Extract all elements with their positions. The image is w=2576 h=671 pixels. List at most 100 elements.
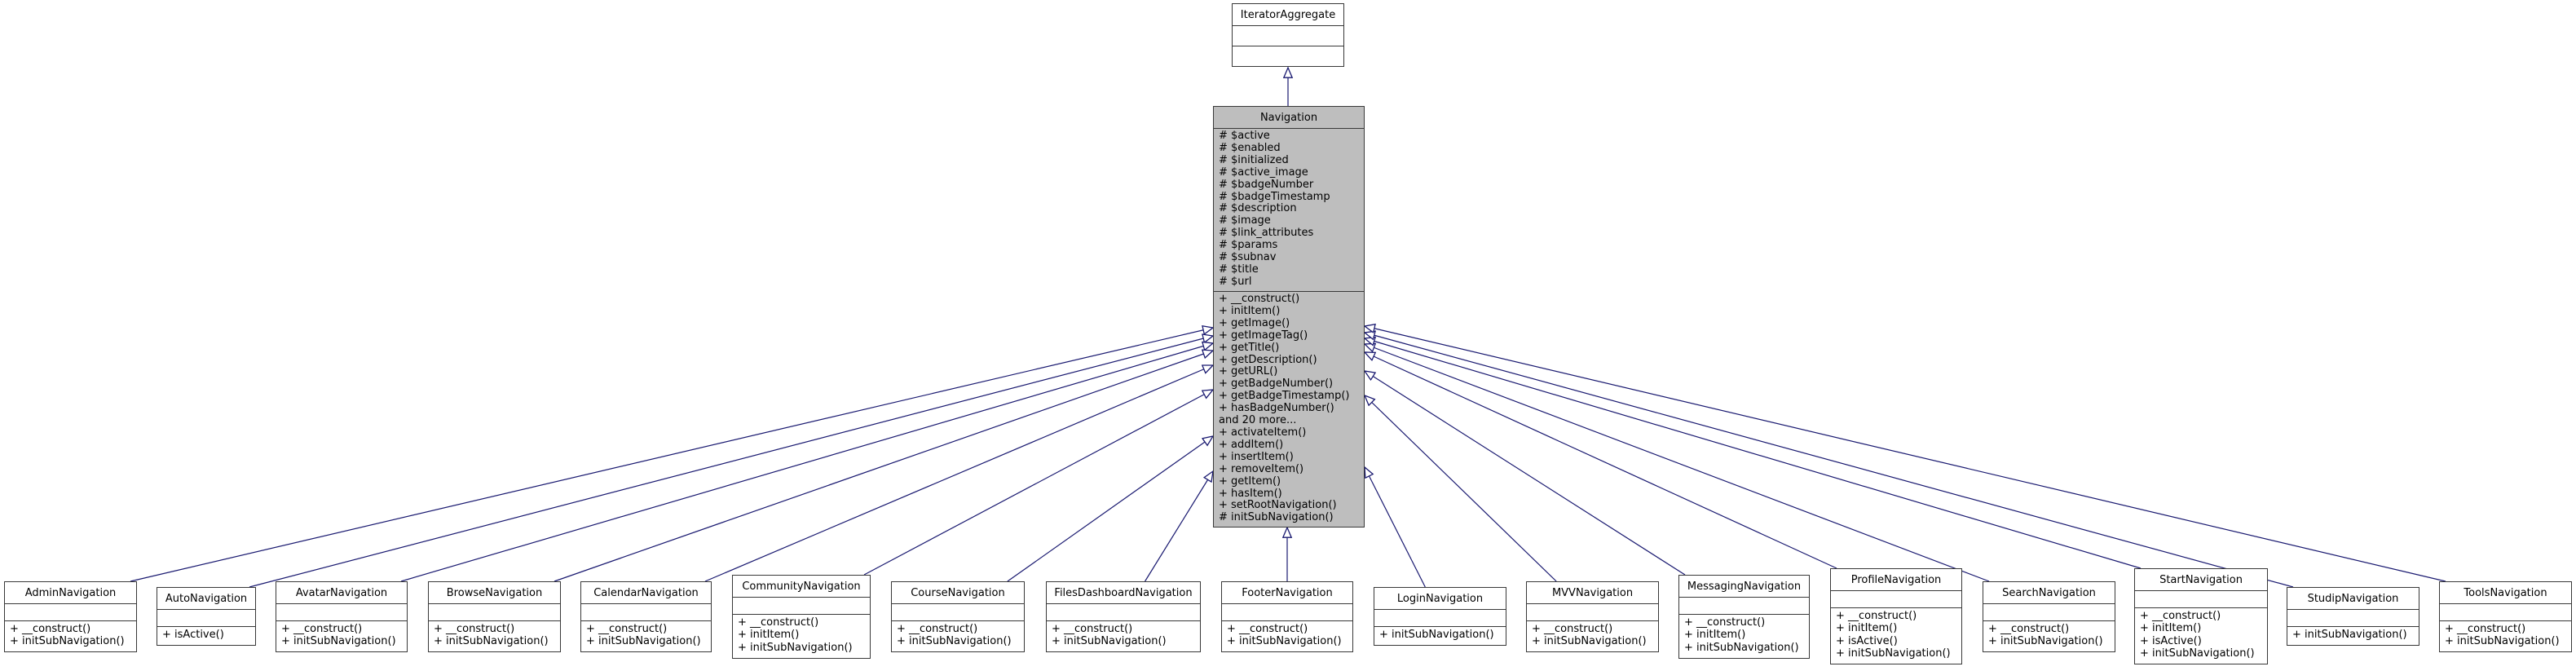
member-line: + setRootNavigation() (1219, 499, 1337, 512)
member-line: + initItem() (738, 629, 800, 642)
class-title: FooterNavigation (1222, 582, 1352, 604)
member-line: + initSubNavigation() (1379, 629, 1494, 641)
class-box-loginnavigation[interactable]: LoginNavigation + initSubNavigation() (1374, 587, 1506, 646)
class-box-coursenavigation[interactable]: CourseNavigation+ __construct()+ initSub… (891, 581, 1025, 652)
member-line: + getDescription() (1219, 353, 1317, 366)
class-box-toolsnavigation[interactable]: ToolsNavigation+ __construct()+ initSubN… (2439, 581, 2572, 652)
class-box-footernavigation[interactable]: FooterNavigation+ __construct()+ initSub… (1221, 581, 1353, 652)
member-line: + __construct() (1532, 623, 1613, 635)
attributes-compartment (733, 598, 870, 615)
attributes-compartment (1374, 610, 1506, 627)
class-box-iteratoraggregate[interactable]: IteratorAggregate (1232, 3, 1344, 67)
class-box-startnavigation[interactable]: StartNavigation+ __construct()+ initItem… (2134, 568, 2268, 664)
member-line: + initSubNavigation() (1836, 647, 1951, 660)
class-title: ProfileNavigation (1831, 569, 1961, 591)
member-line: + initSubNavigation() (10, 635, 125, 648)
edge-adminnavigation-to-navigation (130, 328, 1213, 582)
class-title: SearchNavigation (1983, 582, 2115, 604)
member-line: + isActive() (162, 629, 224, 641)
class-box-studipnavigation[interactable]: StudipNavigation+ initSubNavigation() (2287, 587, 2419, 646)
member-line: # $enabled (1219, 141, 1281, 154)
class-box-browsenavigation[interactable]: BrowseNavigation + __construct()+ initSub… (428, 581, 561, 652)
member-line: and 20 more... (1219, 414, 1297, 427)
class-title: IteratorAggregate (1233, 4, 1343, 26)
member-line: + getBadgeNumber() (1219, 377, 1334, 391)
class-box-messagingnavigation[interactable]: MessagingNavigation + __construct()+ init… (1678, 575, 1810, 659)
class-box-mvvnavigation[interactable]: MVVNavigation+ __construct()+ initSubNav… (1526, 581, 1659, 652)
attributes-compartment (892, 604, 1024, 621)
methods-compartment: + __construct()+ initSubNavigation() (892, 621, 1024, 651)
class-title: AdminNavigation (5, 582, 136, 604)
class-box-autonavigation[interactable]: AutoNavigation + isActive() (157, 587, 256, 646)
member-line: + initSubNavigation() (1052, 635, 1167, 648)
member-line: + initItem() (1836, 622, 1898, 635)
class-box-profilenavigation[interactable]: ProfileNavigation+ __construct()+ initIt… (1830, 568, 1962, 664)
member-line: # $active_image (1219, 166, 1308, 179)
member-line: + getItem() (1219, 475, 1281, 488)
member-line: + __construct() (586, 623, 668, 635)
member-line: + __construct() (897, 623, 978, 635)
methods-compartment: + __construct()+ initSubNavigation() (276, 621, 407, 651)
member-line: # $title (1219, 263, 1259, 276)
class-box-calendarnavigation[interactable]: CalendarNavigation+ __construct()+ initS… (580, 581, 712, 652)
member-line: + __construct() (2140, 610, 2221, 622)
class-box-adminnavigation[interactable]: AdminNavigation + __construct()+ initSubN… (4, 581, 137, 652)
member-line: + __construct() (281, 623, 363, 635)
class-title: MVVNavigation (1527, 582, 1658, 604)
methods-compartment: + __construct()+ initItem()+ initSubNavi… (733, 615, 870, 658)
member-line: # $link_attributes (1219, 227, 1314, 240)
methods-compartment (1233, 46, 1343, 66)
attributes-compartment (1983, 604, 2115, 621)
member-line: + insertItem() (1219, 450, 1294, 463)
class-title: LoginNavigation (1374, 588, 1506, 610)
member-line: # $badgeNumber (1219, 178, 1314, 191)
edge-toolsnavigation-to-navigation (1365, 326, 2446, 582)
edge-loginnavigation-to-navigation (1365, 467, 1426, 588)
class-title: StartNavigation (2135, 569, 2267, 591)
edge-autonavigation-to-navigation (249, 336, 1213, 588)
methods-compartment: + isActive() (157, 627, 255, 645)
attributes-compartment (276, 604, 407, 621)
member-line: + initSubNavigation() (1988, 635, 2103, 648)
member-line: # $params (1219, 239, 1278, 252)
member-line: + initSubNavigation() (738, 641, 853, 654)
member-line: + __construct() (1219, 293, 1300, 305)
class-title: AutoNavigation (157, 588, 255, 610)
member-line: # $initialized (1219, 153, 1289, 166)
member-line: + initSubNavigation() (281, 635, 396, 648)
member-line: + __construct() (10, 623, 91, 635)
methods-compartment: + __construct()+ initSubNavigation() (429, 621, 560, 651)
attributes-compartment (1831, 591, 1961, 608)
class-box-searchnavigation[interactable]: SearchNavigation+ __construct()+ initSub… (1983, 581, 2115, 652)
member-line: + getImage() (1219, 316, 1290, 329)
class-title: MessagingNavigation (1679, 576, 1809, 598)
methods-compartment: + __construct()+ initItem()+ initSubNavi… (1679, 615, 1809, 658)
member-line: # $active (1219, 130, 1270, 142)
member-line: + hasItem() (1219, 487, 1282, 500)
class-box-communitynavigation[interactable]: CommunityNavigation+ __construct()+ init… (732, 575, 871, 659)
attributes-compartment (581, 604, 711, 621)
methods-compartment: + __construct()+ initSubNavigation() (5, 621, 136, 651)
class-box-navigation[interactable]: Navigation# $active# $enabled# $initiali… (1213, 106, 1365, 528)
member-line: # $url (1219, 275, 1252, 288)
member-line: + getImageTag() (1219, 329, 1308, 342)
edge-messagingnavigation-to-navigation (1365, 371, 1686, 576)
member-line: # $description (1219, 202, 1297, 215)
member-line: + addItem() (1219, 438, 1284, 451)
class-title: StudipNavigation (2287, 588, 2419, 610)
class-title: BrowseNavigation (429, 582, 560, 604)
attributes-compartment (1679, 598, 1809, 615)
edge-avatarnavigation-to-navigation (400, 343, 1213, 582)
attributes-compartment (2287, 610, 2419, 627)
member-line: # initSubNavigation() (1219, 511, 1334, 524)
class-box-avatarnavigation[interactable]: AvatarNavigation+ __construct()+ initSub… (276, 581, 408, 652)
member-line: + initSubNavigation() (434, 635, 549, 648)
attributes-compartment (429, 604, 560, 621)
member-line: + initSubNavigation() (2140, 647, 2255, 660)
member-line: + initItem() (1684, 629, 1746, 642)
member-line: + initItem() (1219, 304, 1281, 317)
edge-coursenavigation-to-navigation (1007, 436, 1213, 582)
class-box-filesdashboardnavigation[interactable]: FilesDashboardNavigation+ __construct()+… (1046, 581, 1201, 652)
